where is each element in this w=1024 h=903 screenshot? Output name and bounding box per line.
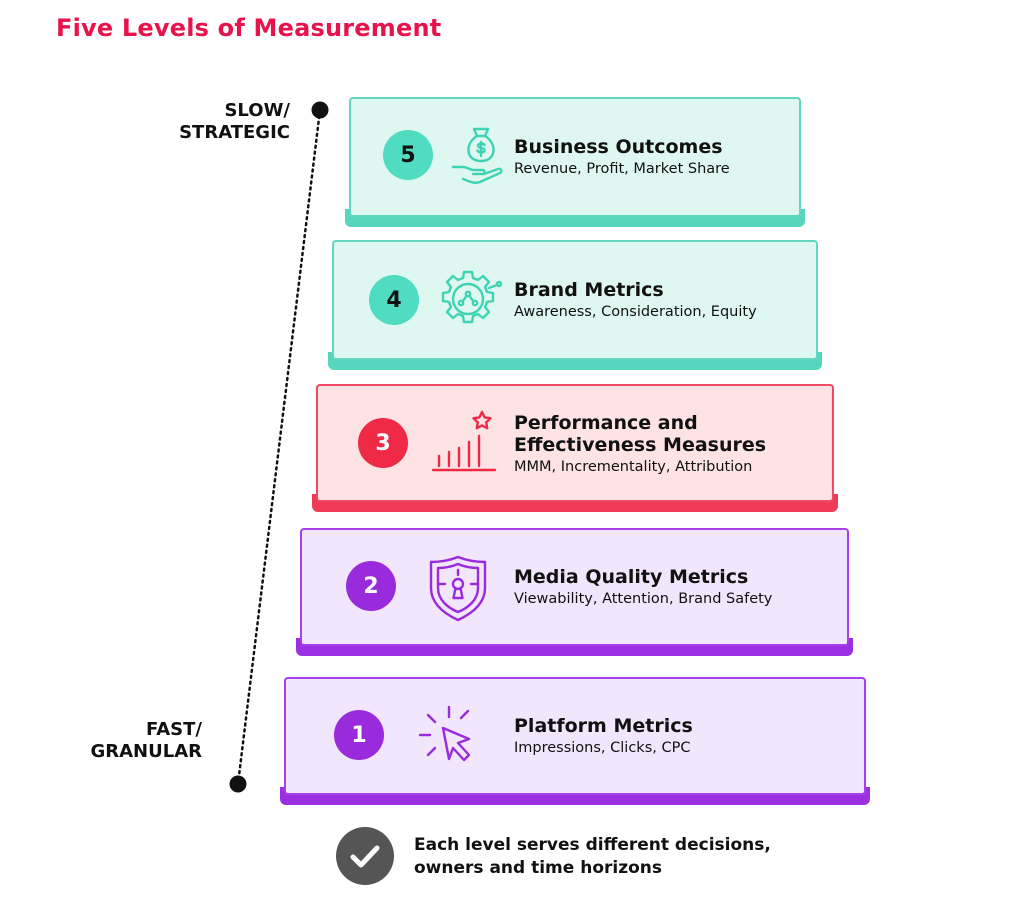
footer-line2: owners and time horizons <box>414 858 663 878</box>
shield-lock-icon <box>429 555 487 622</box>
level-text: Business Outcomes Revenue, Profit, Marke… <box>514 136 730 179</box>
level-text: Platform Metrics Impressions, Clicks, CP… <box>514 715 693 758</box>
axis-bottom-label-line1: FAST/ <box>146 719 202 740</box>
level-number-badge: 3 <box>358 418 408 468</box>
axis-bottom-label: FAST/ GRANULAR <box>60 719 202 763</box>
axis-bottom-label-line2: GRANULAR <box>90 741 202 762</box>
money-bag-hand-icon <box>451 127 503 184</box>
bar-chart-star-icon <box>431 410 497 472</box>
level-2-block: 2 Media Quality Metrics Viewability, Att… <box>296 528 853 656</box>
level-title-line2: Effectiveness Measures <box>514 434 767 456</box>
level-1-block: 1 Platform Metrics Impressions, Clicks, … <box>280 677 870 805</box>
cursor-click-icon <box>418 705 471 762</box>
level-number-badge: 1 <box>334 710 384 760</box>
level-title: Business Outcomes <box>514 136 723 158</box>
level-text: Media Quality Metrics Viewability, Atten… <box>514 566 772 609</box>
level-title: Brand Metrics <box>514 279 664 301</box>
level-subtitle: Awareness, Consideration, Equity <box>514 304 757 320</box>
level-subtitle: MMM, Incrementality, Attribution <box>514 459 753 475</box>
level-subtitle: Viewability, Attention, Brand Safety <box>514 591 773 607</box>
footer-line1: Each level serves different decisions, <box>414 835 771 855</box>
level-text: Performance and Effectiveness Measures M… <box>514 412 766 477</box>
level-number-badge: 4 <box>369 275 419 325</box>
axis-dotted-line <box>236 108 322 786</box>
page-title: Five Levels of Measurement <box>56 14 442 42</box>
axis-top-label: SLOW/ STRATEGIC <box>150 100 290 144</box>
level-title: Platform Metrics <box>514 715 693 737</box>
level-number-badge: 2 <box>346 561 396 611</box>
level-title: Media Quality Metrics <box>514 566 749 588</box>
level-5-block: 5 Business Outcomes Revenue, Profit, Mar… <box>345 97 805 227</box>
axis-top-label-line2: STRATEGIC <box>179 122 290 143</box>
checkmark-icon <box>336 827 394 885</box>
gear-network-icon <box>441 270 503 324</box>
axis-top-label-line1: SLOW/ <box>224 100 290 121</box>
axis-top-dot <box>311 101 329 119</box>
level-subtitle: Impressions, Clicks, CPC <box>514 740 691 756</box>
level-subtitle: Revenue, Profit, Market Share <box>514 161 730 177</box>
footer-note: Each level serves different decisions, o… <box>414 834 771 880</box>
level-number-badge: 5 <box>383 130 433 180</box>
axis-bottom-dot <box>229 775 247 793</box>
level-3-block: 3 Performance and Effectiveness Measures… <box>312 384 838 512</box>
level-title-line1: Performance and <box>514 412 698 434</box>
level-4-block: 4 Brand Metrics Awareness, Consideration… <box>328 240 822 370</box>
level-text: Brand Metrics Awareness, Consideration, … <box>514 279 757 322</box>
